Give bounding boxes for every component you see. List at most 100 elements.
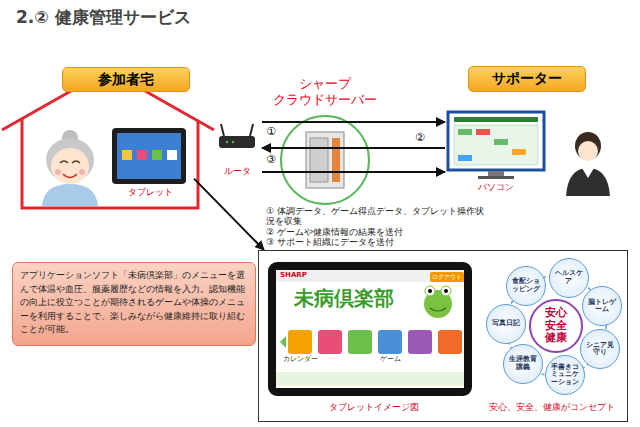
app-icon bbox=[438, 330, 462, 354]
server-panel bbox=[310, 138, 328, 182]
pc-monitor bbox=[448, 112, 544, 170]
pc-cell bbox=[494, 139, 508, 145]
app-icon bbox=[288, 330, 312, 354]
node-text: タブレット bbox=[108, 187, 192, 198]
supporter-hair bbox=[575, 132, 601, 160]
app-icon bbox=[318, 330, 342, 354]
supporter-face bbox=[578, 141, 598, 161]
grandma-cheek bbox=[55, 169, 61, 175]
tablet-node: タブレット bbox=[108, 124, 194, 202]
image-panel: タブレットイメージ図安心、安全、健康がコンセプト SHARP ログアウト未病倶楽部カ… bbox=[258, 250, 628, 422]
tablet-image-topbar bbox=[276, 270, 464, 282]
connector-arrow bbox=[194, 179, 264, 250]
router-antenna bbox=[221, 124, 224, 136]
node-text: 手書きコミュニケーション bbox=[550, 364, 580, 386]
node-text: ルータ bbox=[214, 166, 260, 177]
node-text: アプリケーションソフト「未病倶楽部」のメニューを選んで体温や血圧、服薬履歴などの… bbox=[20, 269, 250, 337]
supporter-body bbox=[566, 168, 610, 196]
node-text: 未病倶楽部 bbox=[294, 286, 424, 310]
connector-arrow bbox=[262, 171, 445, 173]
connector-arrow bbox=[262, 121, 445, 123]
note-group: ① 体調データ、ゲーム得点データ、タブレット操作状況を収集② ゲームや健康情報の… bbox=[266, 206, 488, 247]
grandma-eyes bbox=[60, 161, 80, 163]
tablet-icon bbox=[137, 150, 147, 160]
router-node: ルータ bbox=[214, 114, 262, 182]
node-text: ヘルスケア bbox=[554, 270, 584, 285]
callout-number: ② bbox=[414, 131, 426, 144]
supporter-collar bbox=[582, 168, 594, 178]
grandma-cheek bbox=[79, 169, 85, 175]
node-text: 生涯教育講義 bbox=[508, 356, 538, 371]
node-text: 写真日記 bbox=[491, 320, 521, 327]
feature-circle: 脳トレゲーム bbox=[582, 286, 622, 326]
pc-stand bbox=[488, 171, 504, 176]
explanation-text: ② ゲームや健康情報の結果を送付 bbox=[266, 227, 488, 237]
node-text: 食配ショッピング bbox=[511, 278, 541, 293]
supporter-tag: サポーター bbox=[468, 66, 588, 94]
node-text: 参加者宅 bbox=[62, 67, 190, 92]
node-text: シニア見守り bbox=[585, 342, 615, 357]
feature-circle: ヘルスケア bbox=[549, 258, 589, 298]
node-text: 安心 安全 健康 bbox=[541, 307, 571, 345]
feature-circle: 生涯教育講義 bbox=[503, 344, 543, 384]
tablet-body bbox=[112, 128, 186, 184]
frog-pupil bbox=[428, 289, 432, 293]
tablet-image-bottombar bbox=[276, 372, 464, 386]
frog-eye bbox=[425, 286, 435, 296]
house-wall bbox=[22, 119, 198, 208]
explanation-text: ③ サポート組織にデータを送付 bbox=[266, 237, 488, 247]
explanation-text: ① 体調データ、ゲーム得点データ、タブレット操作状況を収集 bbox=[266, 206, 488, 227]
frog-pupil bbox=[444, 289, 448, 293]
node-text: SHARP bbox=[280, 272, 320, 279]
feature-circle: 食配ショッピング bbox=[506, 266, 546, 306]
server-strip bbox=[332, 138, 340, 182]
tablet-image-screen bbox=[276, 270, 464, 388]
callout-number: ③ bbox=[265, 153, 277, 166]
center-circle: 安心 安全 健康 bbox=[529, 299, 583, 353]
grandma-smile bbox=[63, 174, 77, 178]
feature-circle: 手書きコミュニケーション bbox=[545, 355, 585, 395]
pc-cell bbox=[512, 149, 526, 155]
pc-header bbox=[454, 117, 538, 122]
server-node: シャープ クラウドサーバー bbox=[262, 76, 390, 208]
grandma-face bbox=[51, 148, 89, 184]
house-node: 参加者宅タブレット bbox=[0, 60, 232, 212]
router-antenna bbox=[250, 124, 253, 136]
app-icon bbox=[348, 330, 372, 354]
node-text: タブレットイメージ図 bbox=[269, 402, 479, 413]
scroll-arrow bbox=[280, 336, 286, 348]
feature-circle: シニア見守り bbox=[580, 329, 620, 369]
app-icon bbox=[378, 330, 402, 354]
note-box: アプリケーションソフト「未病倶楽部」のメニューを選んで体温や血圧、服薬履歴などの… bbox=[12, 262, 256, 346]
node-text: 安心、安全、健康がコンセプト bbox=[479, 402, 625, 413]
page-title: 2.② 健康管理サービス bbox=[16, 6, 191, 29]
node-text: ゲーム bbox=[372, 356, 408, 364]
server-circle bbox=[281, 116, 369, 204]
tablet-icon bbox=[152, 150, 162, 160]
server-cabinet bbox=[306, 132, 344, 188]
router-led bbox=[232, 141, 235, 144]
node-text: パソコン bbox=[445, 182, 547, 193]
pc-cell bbox=[458, 155, 472, 161]
node-text: カレンダー bbox=[282, 356, 318, 364]
node-text: ログアウト bbox=[430, 272, 464, 282]
tablet-image: SHARP ログアウト未病倶楽部カレンダー ゲーム bbox=[268, 262, 472, 396]
frog-eye bbox=[441, 286, 451, 296]
router-body bbox=[219, 136, 255, 148]
node-text: 脳トレゲーム bbox=[587, 299, 617, 314]
node-text: サポーター bbox=[468, 66, 586, 92]
router-led bbox=[226, 141, 229, 144]
pc-cell bbox=[458, 129, 472, 135]
tablet-icon bbox=[167, 150, 177, 160]
grandma-body bbox=[42, 184, 98, 206]
tablet-image-bezel bbox=[268, 262, 472, 396]
frog-mouth bbox=[430, 308, 446, 311]
pc-base bbox=[478, 176, 514, 179]
connector-arrow bbox=[262, 147, 445, 149]
app-icon bbox=[408, 330, 432, 354]
tablet-icon bbox=[122, 150, 132, 160]
feature-circle: 写真日記 bbox=[486, 304, 526, 344]
pc-node: パソコン bbox=[445, 110, 549, 196]
pc-cell bbox=[476, 129, 490, 135]
